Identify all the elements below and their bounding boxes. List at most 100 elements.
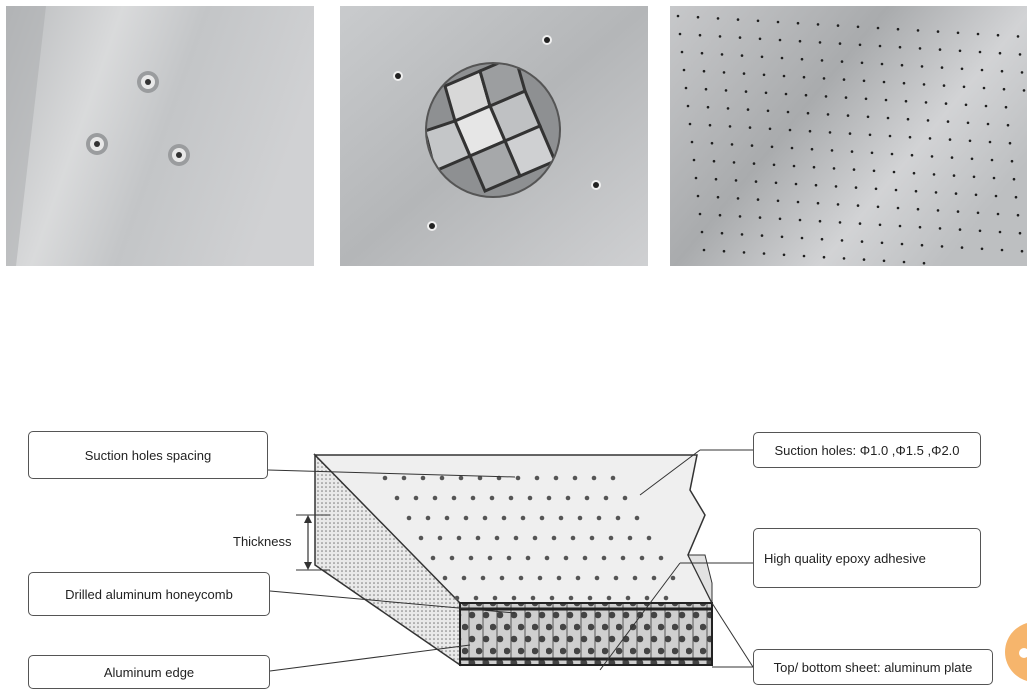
suction-hole (942, 84, 946, 87)
suction-hole (982, 86, 986, 90)
suction-hole (382, 475, 388, 481)
suction-hole (914, 189, 918, 193)
suction-hole (998, 51, 1002, 55)
suction-hole (912, 171, 916, 175)
suction-hole (1016, 213, 1020, 217)
suction-hole (706, 105, 710, 109)
suction-hole (712, 159, 716, 163)
suction-hole (822, 255, 826, 259)
suction-hole (918, 47, 922, 50)
suction-hole (582, 555, 588, 561)
suction-hole (544, 555, 550, 561)
suction-hole (900, 242, 904, 246)
suction-hole (890, 152, 894, 156)
suction-hole (627, 535, 633, 541)
suction-hole (938, 227, 942, 230)
suction-hole (692, 158, 696, 162)
suction-hole (820, 59, 824, 62)
suction-hole (844, 96, 848, 99)
suction-hole (902, 81, 906, 85)
suction-hole (1008, 141, 1012, 145)
suction-hole (437, 535, 443, 541)
suction-hole (556, 575, 562, 581)
suction-hole (884, 98, 888, 102)
suction-hole (546, 495, 552, 501)
suction-hole (477, 475, 483, 481)
suction-hole (988, 140, 992, 144)
suction-hole (920, 65, 924, 68)
suction-hole (930, 155, 934, 158)
suction-hole (826, 113, 830, 116)
suction-hole (494, 535, 500, 541)
suction-hole (800, 236, 804, 240)
suction-hole (846, 114, 850, 117)
suction-hole (918, 225, 922, 229)
suction-hole (442, 575, 448, 581)
suction-hole (858, 222, 862, 225)
suction-hole (848, 132, 852, 135)
suction-hole (924, 101, 928, 104)
suction-hole (952, 174, 956, 177)
suction-hole (802, 75, 806, 79)
suction-hole (501, 515, 507, 521)
honeycomb-panel-diagram (267, 449, 754, 672)
suction-hole (906, 117, 910, 121)
suction-hole (742, 72, 746, 75)
suction-hole (758, 37, 762, 41)
suction-hole (778, 38, 782, 42)
suction-hole (794, 182, 798, 186)
suction-hole (920, 243, 924, 247)
suction-hole (1018, 53, 1022, 56)
suction-hole (822, 77, 826, 80)
suction-hole (473, 595, 479, 601)
suction-hole (766, 109, 770, 113)
suction-hole (684, 86, 688, 90)
suction-hole (886, 116, 890, 120)
suction-hole (790, 146, 794, 150)
suction-hole (860, 240, 864, 243)
suction-hole (752, 162, 756, 165)
suction-hole (511, 595, 517, 601)
suction-holes-grid (382, 475, 676, 601)
chat-badge-icon[interactable] (1005, 622, 1027, 682)
suction-hole (568, 595, 574, 601)
suction-hole (816, 201, 820, 205)
suction-hole (613, 575, 619, 581)
suction-hole (764, 91, 768, 95)
suction-hole (1006, 123, 1010, 127)
suction-hole (577, 515, 583, 521)
suction-hole (420, 475, 426, 481)
suction-hole (786, 110, 790, 114)
suction-hole (814, 183, 818, 187)
suction-hole (864, 97, 868, 101)
suction-hole (956, 31, 960, 35)
suction-hole (760, 234, 764, 237)
suction-hole (534, 475, 540, 481)
suction-hole (782, 253, 786, 257)
suction-hole (944, 102, 948, 105)
suction-hole (928, 137, 932, 140)
suction-hole (784, 92, 788, 96)
suction-hole (394, 495, 400, 501)
suction-hole (940, 245, 944, 248)
suction-hole (898, 224, 902, 228)
suction-hole (418, 535, 424, 541)
suction-hole (430, 555, 436, 561)
suction-hole (876, 26, 880, 30)
suction-hole (834, 185, 838, 188)
suction-hole (1010, 159, 1014, 163)
suction-hole (714, 177, 718, 181)
suction-hole (610, 475, 616, 481)
suction-hole (976, 32, 980, 36)
suction-hole (716, 195, 720, 199)
suction-hole (482, 515, 488, 521)
label-suction-holes-spacing: Suction holes spacing (28, 431, 268, 479)
suction-hole (762, 252, 766, 255)
suction-hole (894, 188, 898, 192)
suction-hole (938, 48, 942, 51)
suction-hole (876, 205, 880, 209)
suction-hole (758, 216, 762, 219)
label-suction-holes: Suction holes: Φ1.0 ,Φ1.5 ,Φ2.0 (753, 432, 981, 468)
suction-hole (806, 111, 810, 115)
suction-hole (734, 179, 738, 182)
